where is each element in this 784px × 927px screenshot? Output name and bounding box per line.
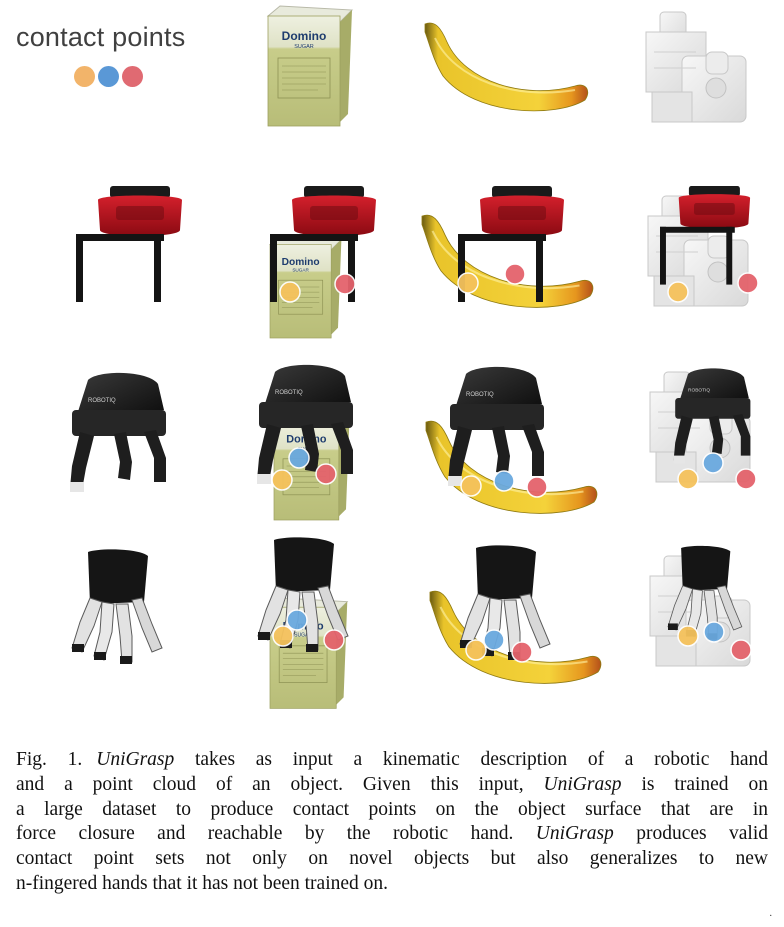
contact-point <box>457 272 479 294</box>
contact-point <box>703 621 725 643</box>
caption-emphasis: UniGrasp <box>543 773 622 795</box>
grasp-two-finger-banana <box>420 186 594 309</box>
caption-line: Fig. 1. UniGrasp takes as input a kinemat… <box>16 748 768 773</box>
caption-emphasis: UniGrasp <box>535 823 614 845</box>
contact-point <box>271 469 293 491</box>
contact-point <box>677 625 699 647</box>
caption-text: and a point cloud of an object. Given th… <box>16 773 544 795</box>
object-white-part <box>645 11 747 123</box>
contact-point <box>483 629 505 651</box>
contact-point <box>737 272 759 294</box>
contact-point <box>279 281 301 303</box>
caption-emphasis: UniGrasp <box>96 749 175 770</box>
contact-point <box>493 470 515 492</box>
contact-point <box>504 263 526 285</box>
contact-point <box>288 447 310 469</box>
legend-title: contact points <box>16 22 186 52</box>
contact-point <box>677 468 699 490</box>
object-banana <box>424 21 589 112</box>
figure-label: Fig. 1. <box>16 749 83 770</box>
figure-grid: Domino SUGAR <box>70 5 759 709</box>
caption-line: and a point cloud of an object. Given th… <box>16 773 768 798</box>
caption-line: n-fingered hands that it has not been tr… <box>16 872 768 897</box>
legend-dot-yellow <box>74 66 95 87</box>
object-sugar-box <box>267 5 353 127</box>
grasp-two-finger-box <box>269 186 376 339</box>
contact-point <box>272 625 294 647</box>
page-mark: . <box>769 908 773 919</box>
caption-text: is trained on <box>621 773 768 795</box>
contact-point <box>460 475 482 497</box>
contact-point <box>315 463 337 485</box>
caption-text: n-fingered hands that it has not been tr… <box>16 872 389 894</box>
caption-text: force closure and reachable by the robot… <box>16 823 536 845</box>
hand-four-finger <box>71 548 163 665</box>
grasp-three-finger-part <box>649 368 757 490</box>
grasp-three-finger-banana <box>424 366 598 515</box>
caption-text: produces valid <box>613 823 768 845</box>
grasp-four-finger-part <box>649 545 752 667</box>
legend-dots <box>74 66 146 88</box>
contact-point <box>730 639 752 661</box>
grasp-three-finger-box <box>257 364 353 521</box>
caption-text: a large dataset to produce contact point… <box>16 798 768 820</box>
contact-point <box>735 468 757 490</box>
contact-point <box>323 629 345 651</box>
caption-line: a large dataset to produce contact point… <box>16 798 768 823</box>
grasp-four-finger-box <box>257 536 349 709</box>
hand-three-finger <box>70 372 166 492</box>
contact-point <box>511 641 533 663</box>
caption-line: contact point sets not only on novel obj… <box>16 847 768 872</box>
caption-text: takes as input a kinematic description o… <box>174 749 769 770</box>
caption-text: contact point sets not only on novel obj… <box>16 848 768 870</box>
legend-dot-blue <box>98 66 119 87</box>
figure-caption: Fig. 1. UniGrasp takes as input a kinemat… <box>16 748 768 897</box>
contact-point <box>702 452 724 474</box>
contact-point <box>334 273 356 295</box>
legend-dot-red <box>122 66 143 87</box>
caption-line: force closure and reachable by the robot… <box>16 822 768 847</box>
contact-point <box>526 476 548 498</box>
contact-point <box>667 281 689 303</box>
gripper-two-finger <box>76 186 182 302</box>
grasp-four-finger-banana <box>428 544 602 685</box>
contact-point <box>286 609 308 631</box>
grasp-two-finger-part <box>647 186 759 307</box>
contact-point <box>465 639 487 661</box>
